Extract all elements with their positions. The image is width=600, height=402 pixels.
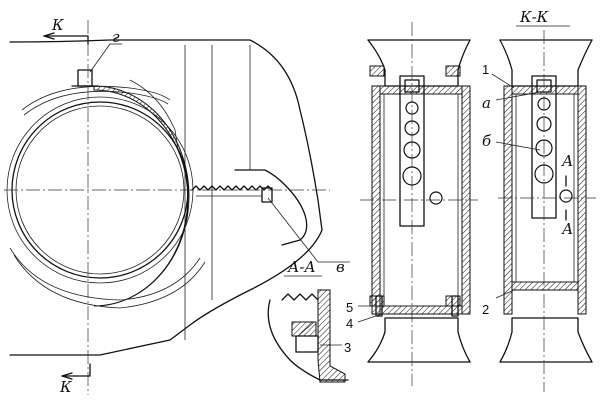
part-3-label: 3 — [344, 340, 351, 355]
letter-g-label: г — [112, 28, 120, 46]
section-aa-detail: А-А 3 — [267, 258, 351, 383]
section-k-top-label: К — [51, 16, 64, 34]
letter-a-label: а — [482, 94, 491, 112]
middle-section-view: 5 4 — [346, 22, 478, 386]
part-1-label: 1 — [482, 62, 489, 77]
letter-b-label: б — [482, 132, 492, 150]
section-a-lower-label: А — [561, 220, 573, 238]
part-5-label: 5 — [346, 300, 353, 315]
section-a-upper-label: А — [561, 152, 573, 170]
letter-v-label: в — [336, 258, 345, 276]
part-2-label: 2 — [482, 302, 489, 317]
part-4-label: 4 — [346, 316, 353, 331]
section-aa-label: А-А — [287, 258, 316, 276]
rod-big-end-view: К К г в — [4, 16, 350, 396]
section-k-bottom-label: К — [59, 378, 72, 396]
section-kk-view: К-К 1 а б 2 А А — [482, 8, 596, 392]
section-kk-label: К-К — [519, 8, 549, 26]
